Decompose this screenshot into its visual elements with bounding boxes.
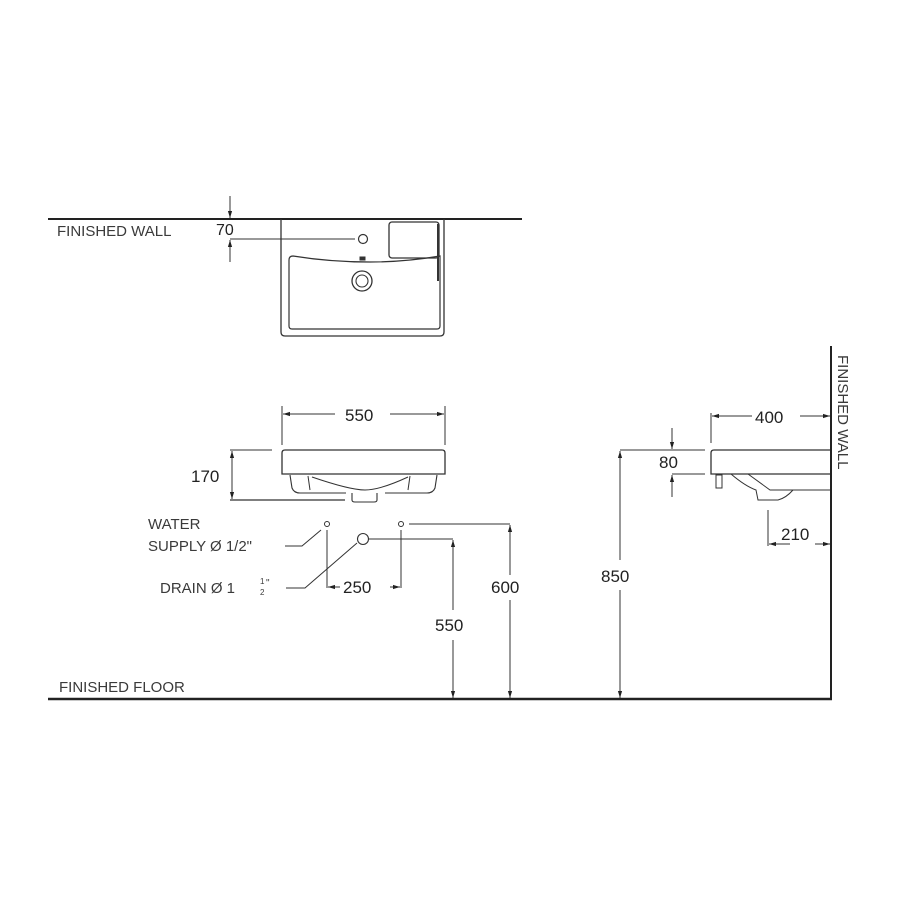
side-elevation: FINISHED WALL 400 850 80 210 [601,346,851,700]
drain-label: DRAIN Ø 1 [160,580,235,597]
dimension-850: 850 [601,567,629,586]
connections: WATER SUPPLY Ø 1/2" DRAIN Ø 1 1 2 " 250 … [148,516,519,698]
dimension-210: 210 [781,525,809,544]
finished-wall-side-label: FINISHED WALL [834,355,851,469]
dimension-170: 170 [191,467,219,486]
dimension-400: 400 [755,408,783,427]
water-supply-label-line2: SUPPLY Ø 1/2" [148,538,252,555]
front-elevation: 550 170 [191,406,446,503]
dimension-80: 80 [659,453,678,472]
svg-text:2: 2 [260,588,265,597]
svg-text:": " [266,578,270,589]
dimension-250: 250 [343,578,371,597]
dimension-70: 70 [216,222,234,239]
svg-text:1: 1 [260,577,265,586]
water-supply-label-line1: WATER [148,516,201,533]
floor: FINISHED FLOOR [48,679,832,701]
dimension-550-width: 550 [345,406,373,425]
finished-floor-label: FINISHED FLOOR [59,679,185,696]
dimension-550-height: 550 [435,616,463,635]
finished-wall-top-label: FINISHED WALL [57,223,171,240]
plan-view: FINISHED WALL 70 [48,196,522,337]
dimension-600: 600 [491,578,519,597]
